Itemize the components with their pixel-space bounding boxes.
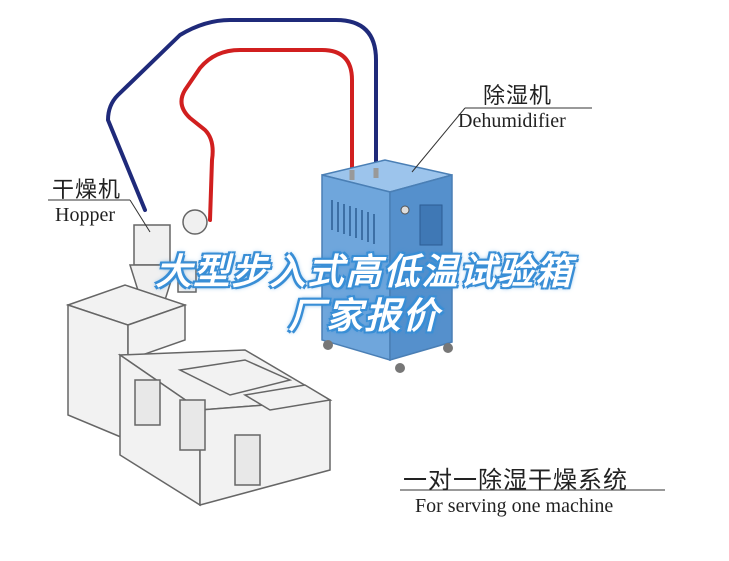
dehumidifier-label-cn: 除湿机: [483, 84, 553, 109]
hopper-leader-diag: [129, 199, 151, 233]
overlay-title-line1: 大型步入式高低温试验箱: [155, 252, 574, 293]
overlay-title-line2: 厂家报价: [288, 296, 441, 337]
return-pipe-blue: [106, 18, 378, 212]
molding-machine: [65, 284, 333, 507]
supply-pipe-red: [179, 48, 354, 222]
dehumidifier-label-en: Dehumidifier: [458, 110, 566, 132]
hopper-label-en: Hopper: [55, 204, 115, 226]
dehumidifier-unit: [321, 159, 453, 373]
hopper-label-cn: 干燥机: [52, 178, 122, 203]
system-label-cn: 一对一除湿干燥系统: [403, 466, 628, 494]
dehumidifier-leader: [411, 107, 466, 173]
air-pipes: [106, 18, 378, 222]
system-label-en: For serving one machine: [415, 495, 614, 517]
